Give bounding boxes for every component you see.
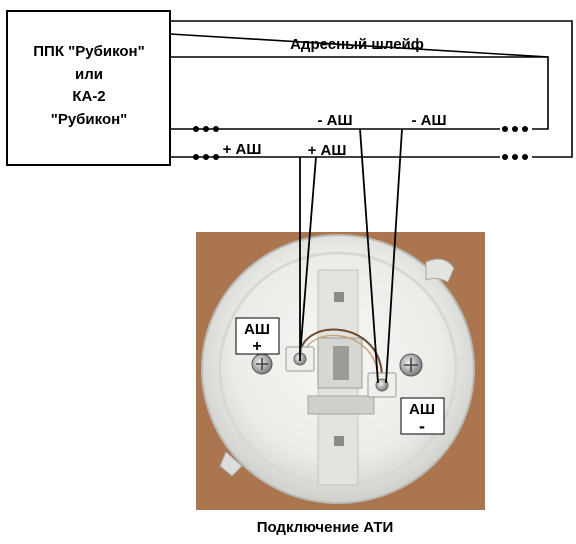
panel-label-line3: КА-2 [72,88,105,105]
wire-positive-right [299,156,317,357]
wire-label-pos-left: + АШ [223,141,262,158]
address-loop-negative-line [169,33,549,130]
terminal-minus-screw [375,378,389,392]
continuation-dots [193,126,528,160]
panel-label-line4: "Рубикон" [51,111,128,128]
address-loop-label: Адресный шлейф [290,36,424,53]
tag-minus: АШ - [400,397,445,436]
panel-label-line2: или [75,66,103,83]
tag-plus: АШ + [235,317,280,355]
wire-label-neg-left: - АШ [317,112,352,129]
latch-tab [425,258,455,283]
tag-plus-sign: + [252,338,261,355]
wire-negative-left [359,128,379,384]
diagram-caption: Подключение АТИ [257,519,394,536]
tag-minus-title: АШ [409,401,435,418]
control-panel-box [6,10,171,166]
tag-plus-title: АШ [244,321,270,338]
panel-label-line1: ППК "Рубикон" [33,43,144,60]
jumper-wire [299,328,383,377]
wire-label-pos-right: + АШ [308,142,347,159]
wire-negative-right [385,128,403,384]
detector-photo [196,232,485,510]
address-loop-positive-line [170,20,573,158]
wire-label-neg-right: - АШ [411,112,446,129]
tag-minus-sign: - [419,416,425,436]
